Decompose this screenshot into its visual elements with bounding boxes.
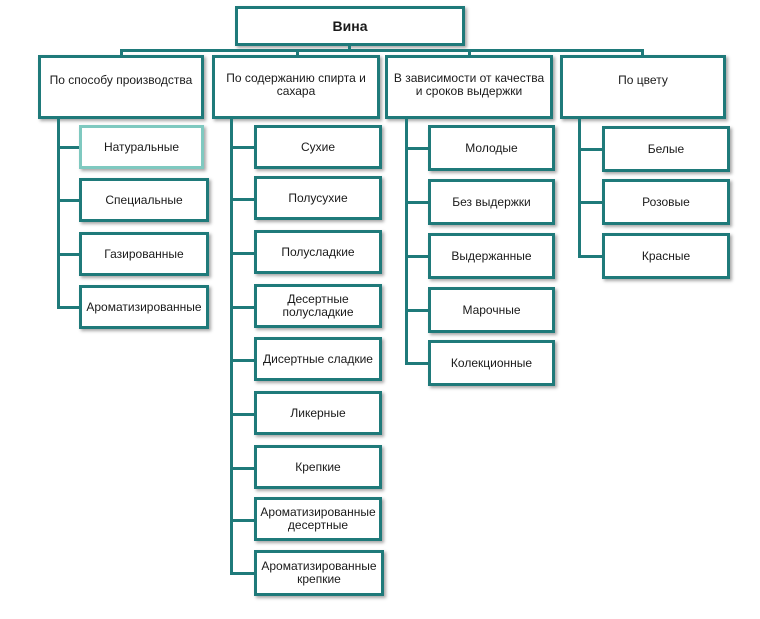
item-node-unaged: Без выдержки bbox=[428, 179, 555, 225]
item-label: Полусухие bbox=[288, 190, 348, 205]
item-connector bbox=[230, 467, 254, 470]
item-node-dessert-sweet: Дисертные сладкие bbox=[254, 337, 382, 381]
category-label: По содержанию спирта и сахара bbox=[226, 71, 366, 98]
category-alcohol-sugar: По содержанию спирта и сахара bbox=[212, 55, 380, 119]
category-production-method: По способу производства bbox=[38, 55, 204, 119]
category-label: По цвету bbox=[618, 73, 668, 87]
item-label: Ароматизированные bbox=[86, 299, 202, 314]
item-label: Ароматизированные десертные bbox=[260, 505, 376, 532]
item-connector bbox=[405, 255, 428, 258]
item-label: Красные bbox=[641, 248, 691, 263]
top-bus-line bbox=[120, 49, 644, 52]
item-node-sparkling: Газированные bbox=[79, 232, 209, 276]
item-connector bbox=[405, 147, 428, 150]
item-node-fortified: Крепкие bbox=[254, 445, 382, 489]
item-label: Без выдержки bbox=[452, 194, 531, 209]
item-connector bbox=[578, 201, 602, 204]
item-node-dry: Сухие bbox=[254, 125, 382, 169]
item-connector bbox=[230, 359, 254, 362]
item-connector bbox=[230, 306, 254, 309]
item-connector bbox=[230, 252, 254, 255]
item-label: Десертные полусладкие bbox=[282, 292, 354, 319]
item-label: Ликерные bbox=[290, 405, 346, 420]
item-node-semi-dry: Полусухие bbox=[254, 176, 382, 220]
item-connector bbox=[57, 306, 79, 309]
item-label: Марочные bbox=[462, 302, 521, 317]
item-connector bbox=[57, 199, 79, 202]
item-node-flavored-dessert: Ароматизированные десертные bbox=[254, 497, 382, 541]
cat-drop-line-4 bbox=[641, 49, 644, 55]
item-label: Молодые bbox=[465, 140, 518, 155]
item-connector bbox=[578, 148, 602, 151]
item-node-flavored: Ароматизированные bbox=[79, 285, 209, 329]
item-connector bbox=[405, 362, 428, 365]
item-label: Натуральные bbox=[103, 139, 180, 154]
item-node-white: Белые bbox=[602, 126, 730, 172]
item-connector bbox=[57, 146, 79, 149]
category-label: В зависимости от качества и сроков выдер… bbox=[393, 71, 545, 98]
item-connector bbox=[230, 413, 254, 416]
item-label: Полусладкие bbox=[281, 244, 355, 259]
item-node-dessert-semi-sweet: Десертные полусладкие bbox=[254, 284, 382, 328]
item-connector bbox=[405, 201, 428, 204]
item-label: Колекционные bbox=[450, 355, 533, 370]
item-node-collection: Колекционные bbox=[428, 340, 555, 386]
item-node-semi-sweet: Полусладкие bbox=[254, 230, 382, 274]
item-label: Дисертные сладкие bbox=[263, 351, 373, 366]
cat-drop-line-2 bbox=[296, 49, 299, 55]
cat-drop-line-1 bbox=[120, 49, 123, 55]
item-label: Ароматизированные крепкие bbox=[261, 559, 377, 586]
item-node-vintage: Марочные bbox=[428, 287, 555, 333]
item-label: Выдержанные bbox=[451, 248, 532, 263]
item-node-young: Молодые bbox=[428, 125, 555, 171]
branch-line-1 bbox=[57, 119, 60, 309]
category-label: По способу производства bbox=[49, 73, 193, 87]
cat-drop-line-3 bbox=[468, 49, 471, 55]
item-connector bbox=[230, 146, 254, 149]
branch-line-3 bbox=[405, 119, 408, 365]
branch-line-4 bbox=[578, 119, 581, 257]
item-node-flavored-fortified: Ароматизированные крепкие bbox=[254, 550, 384, 596]
item-label: Сухие bbox=[300, 139, 336, 154]
root-node: Вина bbox=[235, 6, 465, 46]
root-label: Вина bbox=[332, 17, 368, 34]
item-node-natural: Натуральные bbox=[79, 125, 204, 169]
item-node-red: Красные bbox=[602, 233, 730, 279]
item-node-special: Специальные bbox=[79, 178, 209, 222]
item-connector bbox=[57, 253, 79, 256]
item-label: Розовые bbox=[642, 194, 690, 209]
branch-line-2 bbox=[230, 119, 233, 572]
item-connector bbox=[230, 519, 254, 522]
item-connector bbox=[230, 572, 254, 575]
item-label: Газированные bbox=[104, 246, 184, 261]
category-quality-aging: В зависимости от качества и сроков выдер… bbox=[385, 55, 553, 119]
item-node-liqueur: Ликерные bbox=[254, 391, 382, 435]
item-connector bbox=[578, 255, 602, 258]
item-label: Специальные bbox=[105, 192, 183, 207]
item-node-rose: Розовые bbox=[602, 179, 730, 225]
category-color: По цвету bbox=[560, 55, 726, 119]
item-connector bbox=[230, 198, 254, 201]
item-label: Крепкие bbox=[295, 459, 341, 474]
item-connector bbox=[405, 309, 428, 312]
item-node-aged: Выдержанные bbox=[428, 233, 555, 279]
item-label: Белые bbox=[647, 141, 685, 156]
